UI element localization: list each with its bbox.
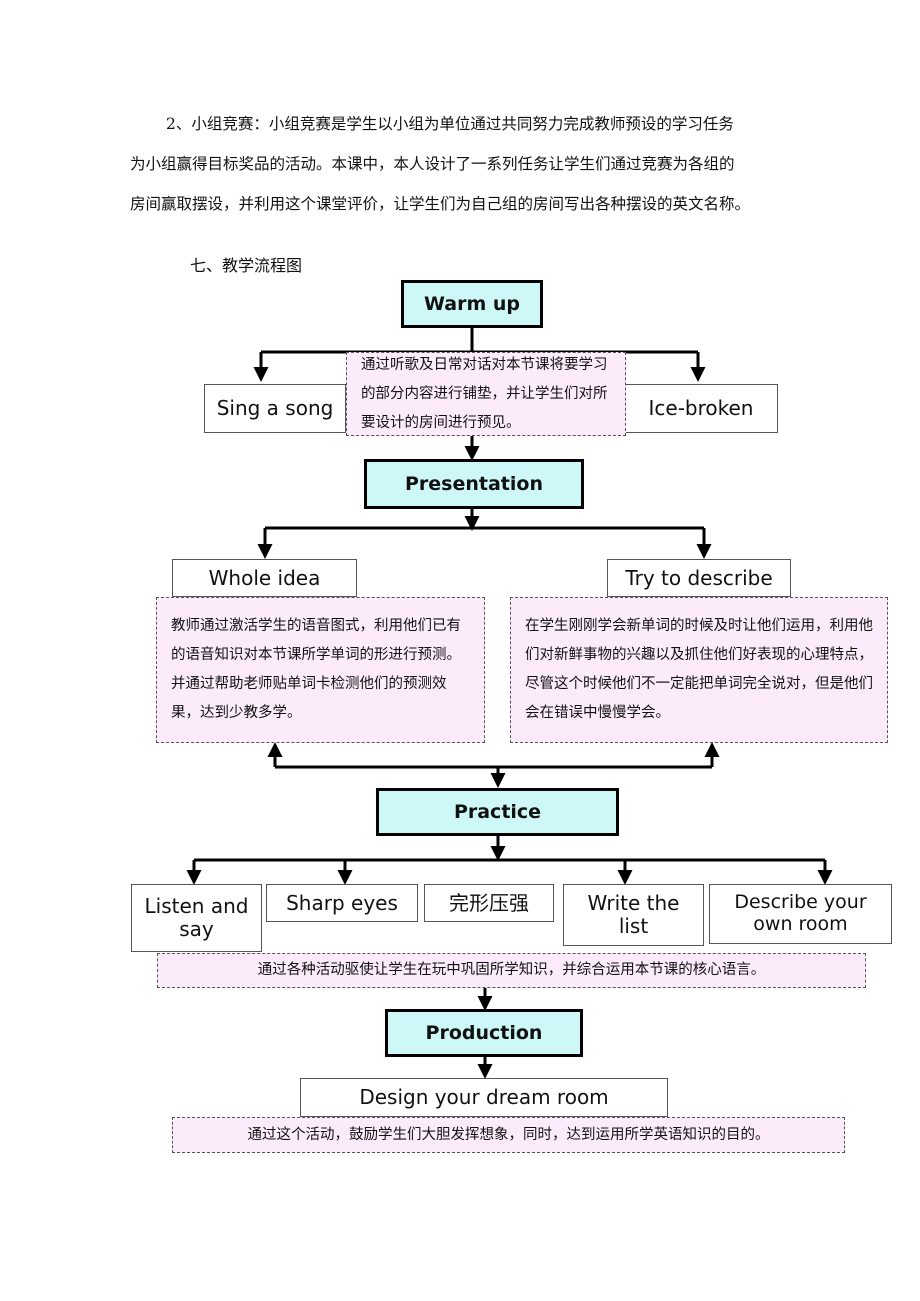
ice-broken-box: Ice-broken [624, 384, 778, 433]
describe-your-own-room-box: Describe your own room [709, 884, 892, 944]
listen-and-say-box: Listen and say [131, 884, 262, 952]
try-to-describe-note: 在学生刚刚学会新单词的时候及时让他们运用，利用他们对新鲜事物的兴趣以及抓住他们好… [510, 597, 888, 743]
warmup-note: 通过听歌及日常对话对本节课将要学习的部分内容进行铺垫，并让学生们对所要设计的房间… [346, 352, 626, 436]
paragraph-line-3: 房间赢取摆设，并利用这个课堂评价，让学生们为自己组的房间写出各种摆设的英文名称。 [130, 195, 751, 213]
paragraph-line-2: 为小组赢得目标奖品的活动。本课中，本人设计了一系列任务让学生们通过竞赛为各组的 [130, 155, 735, 173]
presentation-box: Presentation [364, 459, 584, 509]
practice-box: Practice [376, 788, 619, 836]
production-box: Production [385, 1009, 583, 1057]
try-to-describe-box: Try to describe [607, 559, 791, 597]
production-note: 通过这个活动，鼓励学生们大胆发挥想象，同时，达到运用所学英语知识的目的。 [172, 1117, 845, 1153]
design-dream-room-box: Design your dream room [300, 1078, 668, 1117]
whole-idea-box: Whole idea [172, 559, 357, 597]
practice-note: 通过各种活动驱使让学生在玩中巩固所学知识，并综合运用本节课的核心语言。 [157, 953, 866, 988]
intro-paragraph: 2、小组竞赛：小组竞赛是学生以小组为单位通过共同努力完成教师预设的学习任务 为小… [130, 104, 792, 224]
whole-idea-note: 教师通过激活学生的语音图式，利用他们已有的语音知识对本节课所学单词的形进行预测。… [156, 597, 485, 743]
write-the-list-box: Write the list [563, 884, 704, 946]
paragraph-line-1: 2、小组竞赛：小组竞赛是学生以小组为单位通过共同努力完成教师预设的学习任务 [166, 115, 734, 133]
sing-a-song-box: Sing a song [204, 384, 346, 433]
warmup-box: Warm up [401, 280, 543, 328]
section-title: 七、教学流程图 [190, 256, 303, 275]
cloze-box: 完形压强 [424, 884, 554, 922]
sharp-eyes-box: Sharp eyes [266, 884, 418, 922]
